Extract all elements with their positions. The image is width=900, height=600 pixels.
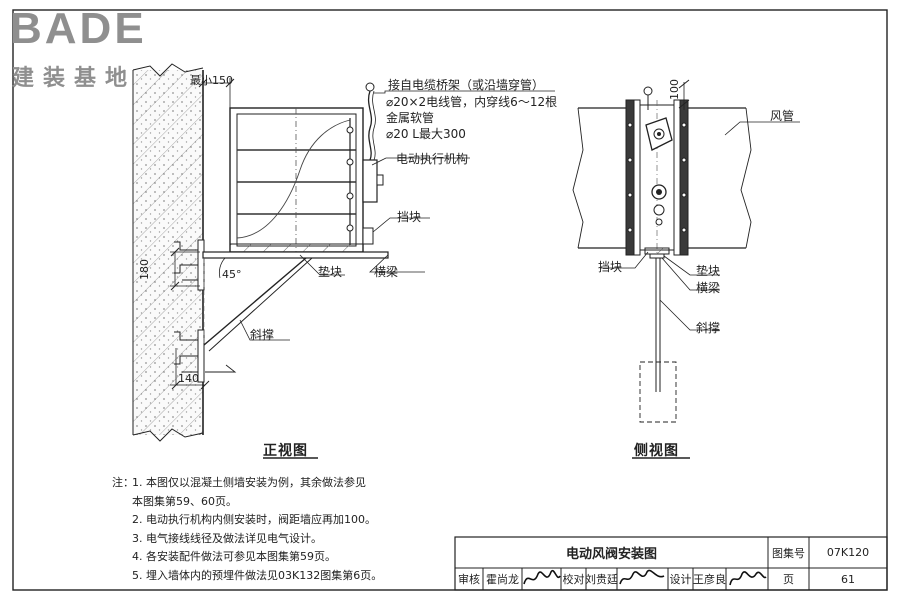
check-label: 校对	[562, 573, 585, 586]
page-label: 页	[783, 573, 794, 586]
dimension-140-label: 140	[178, 372, 199, 385]
leader-lines-side	[600, 121, 800, 331]
note-item: 2. 电动执行机构内侧安装时，阀距墙应再加100。	[132, 513, 376, 526]
signature-checker	[619, 569, 665, 585]
signature-reviewer	[523, 569, 561, 585]
designer-name: 王彦良	[693, 573, 726, 586]
note-row: 注：1. 本图仅以混凝土侧墙安装为例，其余做法参见	[112, 474, 382, 493]
side-view	[572, 79, 800, 423]
diagonal-brace	[203, 257, 313, 352]
flex-tube-label: 金属软管	[386, 111, 435, 125]
angle-45-label: 45°	[222, 268, 242, 281]
concrete-wall	[132, 63, 204, 442]
electric-actuator	[362, 159, 384, 203]
note-item: 1. 本图仅以混凝土侧墙安装为例，其余做法参见	[132, 476, 366, 489]
side-actuator	[643, 86, 673, 226]
flex-tube-spec-label: ⌀20 L最大300	[386, 127, 466, 141]
note-item: 本图集第59、60页。	[132, 494, 237, 508]
cable-run	[365, 82, 376, 161]
pad-block-label: 垫块	[318, 265, 343, 279]
note-row: 5. 埋入墙体内的预埋件做法见03K132图集第6页。	[112, 567, 382, 586]
dimension-min150-label: 最小150	[190, 74, 233, 87]
arrow-marker	[205, 364, 237, 373]
note-item: 5. 埋入墙体内的预埋件做法见03K132图集第6页。	[132, 568, 383, 582]
signature-designer	[729, 571, 767, 586]
brace-label: 斜撑	[250, 328, 275, 342]
cable-source-label: 接自电缆桥架（或沿墙穿管）	[388, 78, 545, 92]
atlas-label: 图集号	[772, 546, 805, 560]
note-row: 3. 电气接线线径及做法详见电气设计。	[112, 530, 382, 549]
drawing-title: 电动风阀安装图	[565, 547, 657, 562]
stop-block	[362, 227, 374, 245]
note-item: 3. 电气接线线径及做法详见电气设计。	[132, 531, 322, 545]
cross-beam-label: 横梁	[374, 265, 399, 279]
checker-name: 刘贵廷	[585, 573, 618, 586]
design-label: 设计	[669, 573, 692, 586]
notes-head: 注：	[112, 476, 134, 489]
front-view	[132, 63, 555, 442]
atlas-number: 07K120	[826, 546, 870, 559]
bade-logo: BADE 建装基地	[6, 4, 186, 91]
note-row: 本图集第59、60页。	[112, 493, 382, 512]
page-number: 61	[841, 572, 855, 586]
side-pad-block-label: 垫块	[696, 264, 721, 278]
logo-wordmark: BADE	[10, 4, 147, 53]
side-view-title: 侧视图	[634, 443, 679, 459]
side-flanges	[625, 99, 689, 256]
duct-label: 风管	[770, 109, 795, 123]
side-stop-block-label: 挡块	[598, 260, 623, 274]
note-item: 4. 各安装配件做法可参见本图集第59页。	[132, 550, 336, 563]
notes-block: 注：1. 本图仅以混凝土侧墙安装为例，其余做法参见 本图集第59、60页。 2.…	[112, 474, 382, 585]
note-row: 4. 各安装配件做法可参见本图集第59页。	[112, 548, 382, 567]
title-block: 电动风阀安装图 图集号 07K120 审核 霍尚龙 校对 刘贵廷 设计 王彦良 …	[455, 537, 887, 590]
duct	[572, 107, 752, 249]
side-brace-label: 斜撑	[696, 321, 721, 335]
conduit-spec-label: ⌀20×2电线管，内穿线6～12根	[386, 95, 558, 109]
dimension-180	[170, 247, 200, 291]
embedded-anchor-upper	[174, 239, 205, 291]
damper-body	[229, 107, 364, 253]
front-view-title: 正视图	[263, 443, 308, 459]
actuator-label: 电动执行机构	[396, 152, 469, 166]
side-cross-beam	[649, 253, 665, 259]
note-row: 2. 电动执行机构内侧安装时，阀距墙应再加100。	[112, 511, 382, 530]
reviewer-name: 霍尚龙	[486, 573, 519, 586]
leader-lines-front	[239, 90, 555, 341]
dimension-140	[170, 348, 210, 390]
dimension-min150	[198, 78, 235, 112]
logo-chinese: 建装基地	[12, 66, 137, 91]
stop-block-label: 挡块	[397, 210, 422, 224]
embedded-anchor-lower	[174, 329, 205, 383]
side-brace	[639, 258, 677, 423]
side-cross-beam-label: 横梁	[696, 281, 721, 295]
sheet-border	[12, 9, 888, 591]
dimension-100	[678, 79, 690, 110]
title-block-lines	[454, 536, 888, 591]
review-label: 审核	[458, 573, 480, 586]
